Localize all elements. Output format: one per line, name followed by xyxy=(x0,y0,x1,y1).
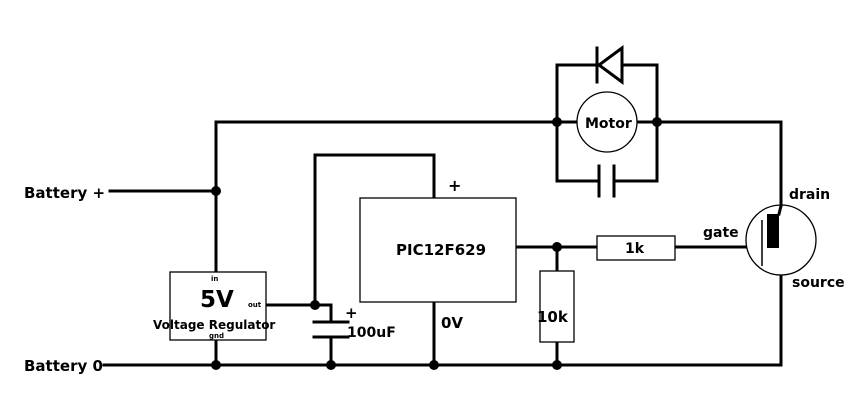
resistor-1k-body xyxy=(596,235,676,261)
mosfet-gate-label: gate xyxy=(703,225,739,241)
regulator-name-label: Voltage Regulator xyxy=(153,318,275,332)
mosfet-drain-lead xyxy=(777,204,783,216)
mosfet: gate drain source xyxy=(703,187,845,291)
mosfet-source-label: source xyxy=(792,275,845,291)
junction-ground-2 xyxy=(326,360,336,370)
resistor-10k-body xyxy=(539,270,575,343)
motor-capacitor xyxy=(597,164,616,198)
motor-symbol xyxy=(576,91,638,153)
capacitor-polarity-label: + xyxy=(345,304,358,322)
motor-label: Motor xyxy=(585,116,632,132)
junction-pic-output xyxy=(552,242,562,252)
voltage-regulator-body xyxy=(169,271,267,341)
motor: Motor xyxy=(576,91,638,153)
regulator-voltage-label: 5V xyxy=(200,287,234,313)
mosfet-channel xyxy=(767,214,779,248)
wires xyxy=(102,63,783,367)
capacitor-value-label: 100uF xyxy=(347,325,396,341)
battery-zero-label: Battery 0 xyxy=(24,357,103,375)
junction-ground-1 xyxy=(211,360,221,370)
junction-motor-right xyxy=(652,117,662,127)
voltage-regulator: in 5V out Voltage Regulator gnd xyxy=(153,271,275,341)
junction-battery-plus xyxy=(211,186,221,196)
capacitor-100uf: + 100uF xyxy=(312,304,396,341)
diode-triangle xyxy=(596,45,624,85)
pic12f629-chip: PIC12F629 + 0V xyxy=(359,176,517,332)
pic-zero-volt-label: 0V xyxy=(441,314,463,332)
mosfet-drain-label: drain xyxy=(789,187,830,203)
regulator-in-label: in xyxy=(211,275,218,283)
junction-motor-left xyxy=(552,117,562,127)
regulator-out-label: out xyxy=(248,301,262,309)
resistor-1k-label: 1k xyxy=(625,241,645,257)
resistor-10k-label: 10k xyxy=(537,308,569,326)
resistor-1k: 1k xyxy=(596,235,676,261)
mosfet-symbol xyxy=(745,204,817,276)
pic12f629-label: PIC12F629 xyxy=(396,241,486,259)
junctions xyxy=(211,117,662,370)
pic-plus-label: + xyxy=(448,176,461,195)
resistor-10k: 10k xyxy=(537,270,575,343)
junction-ground-3 xyxy=(429,360,439,370)
junction-ground-4 xyxy=(552,360,562,370)
junction-regulator-out xyxy=(310,300,320,310)
flyback-diode xyxy=(595,45,624,85)
pic12f629-body xyxy=(359,197,517,303)
regulator-gnd-label: gnd xyxy=(209,332,224,340)
battery-plus-label: Battery + xyxy=(24,184,105,202)
